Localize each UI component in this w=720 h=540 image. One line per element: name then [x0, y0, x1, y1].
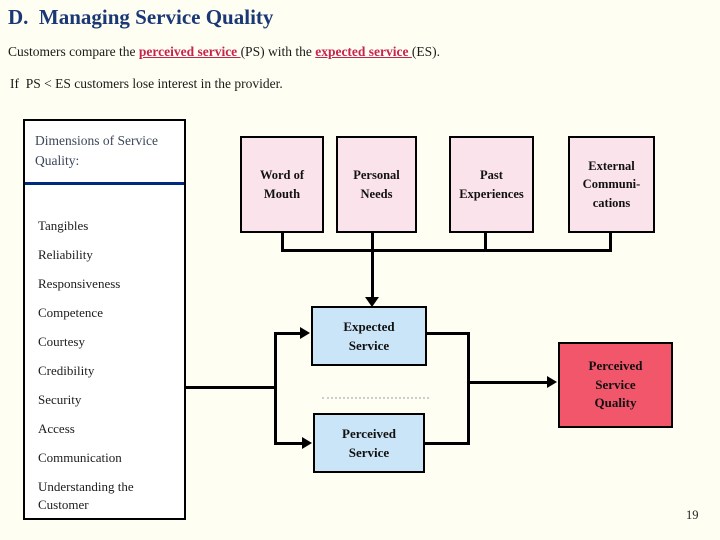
- list-item: Responsiveness: [38, 276, 121, 291]
- connector-into-expected: [274, 332, 301, 335]
- connector-right-vertical: [467, 332, 470, 445]
- expected-service-highlight: expected service: [315, 44, 412, 59]
- perceived-service-box: Perceived Service: [313, 413, 425, 473]
- list-item: Courtesy: [38, 334, 85, 349]
- expected-service-box: Expected Service: [311, 306, 427, 366]
- perceived-service-highlight: perceived service: [138, 44, 241, 59]
- perceived-service-quality-box: Perceived Service Quality: [558, 342, 673, 428]
- list-item: Competence: [38, 305, 103, 320]
- connector-into-perceived: [274, 442, 303, 445]
- connector-perceived-out: [425, 442, 470, 445]
- connector-expected-out: [427, 332, 470, 335]
- word-of-mouth-box: Word of Mouth: [240, 136, 324, 233]
- personal-needs-box: Personal Needs: [336, 136, 417, 233]
- page-number: 19: [686, 508, 699, 522]
- connector-vertical-to-expected: [371, 233, 374, 298]
- external-communications-box: External Communi- cations: [568, 136, 655, 233]
- list-item: Communication: [38, 450, 122, 465]
- list-item: Credibility: [38, 363, 95, 378]
- connector-stub-past-experiences: [484, 233, 487, 250]
- dimensions-panel: Dimensions of Service Quality: Tangibles…: [23, 119, 186, 520]
- arrowhead-right-outcome-icon: [547, 376, 557, 388]
- dimensions-heading: Dimensions of Service Quality:: [35, 133, 158, 168]
- intro-text: (PS) with the: [240, 44, 316, 59]
- intro-line-2: If PS < ES customers lose interest in th…: [10, 76, 283, 91]
- list-item: Tangibles: [38, 218, 89, 233]
- arrowhead-down-expected-icon: [365, 297, 379, 307]
- intro-line-1: Customers compare the perceived service …: [8, 44, 440, 60]
- list-item: Reliability: [38, 247, 93, 262]
- intro-text: Customers compare the: [8, 44, 139, 59]
- connector-from-dimensions: [186, 386, 276, 389]
- connector-stub-word-of-mouth: [281, 233, 284, 250]
- list-item: Access: [38, 421, 75, 436]
- gap-dashed-line: [322, 397, 429, 399]
- connector-horizontal-sources: [281, 249, 612, 252]
- intro-text: (ES).: [411, 44, 441, 59]
- arrowhead-right-expected-icon: [300, 327, 310, 339]
- list-item: Understanding the Customer: [38, 479, 134, 512]
- list-item: Security: [38, 392, 82, 407]
- connector-stub-external-communications: [609, 233, 612, 250]
- past-experiences-box: Past Experiences: [449, 136, 534, 233]
- page-title: D. Managing Service Quality: [8, 5, 274, 29]
- arrowhead-right-perceived-icon: [302, 437, 312, 449]
- connector-to-outcome: [467, 381, 548, 384]
- connector-left-vertical: [274, 332, 277, 445]
- dimensions-list: Tangibles Reliability Responsiveness Com…: [38, 217, 178, 525]
- heading-divider: [25, 182, 184, 185]
